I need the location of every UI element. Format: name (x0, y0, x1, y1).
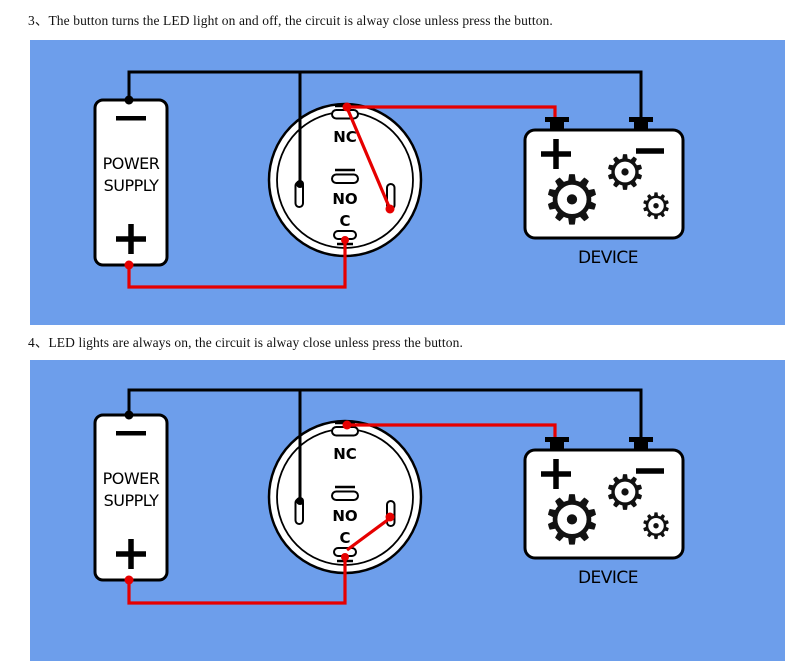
wire-live-internal-diagonal (346, 517, 390, 552)
junction-supply-neutral (124, 95, 134, 105)
wire-live-internal-diagonal (346, 109, 392, 210)
caption-step-4: 4、LED lights are always on, the circuit … (28, 335, 463, 350)
wiring-diagram-panel-3: POWER SUPPLY NC NO C (30, 40, 785, 325)
wire-live-nc-to-device (347, 423, 557, 437)
push-button (267, 102, 423, 258)
junction-c (341, 553, 349, 561)
wire-neutral-main (127, 70, 643, 117)
junction-led-pin-left (296, 497, 304, 505)
junction-supply-live (124, 260, 134, 270)
wiring-diagram-panel-4 (30, 360, 785, 661)
power-supply (95, 415, 167, 580)
wire-live-supply-to-c (127, 557, 347, 605)
junction-nc (342, 102, 352, 112)
junction-led-pin-right (385, 512, 395, 522)
power-supply (95, 100, 167, 265)
wire-live-supply-to-c (127, 240, 347, 289)
junction-c (341, 236, 349, 244)
caption-step-3: 3、The button turns the LED light on and … (28, 13, 553, 28)
diagram-3-svg: POWER SUPPLY NC NO C (30, 40, 785, 325)
diagram-4-svg (30, 360, 785, 661)
push-button (267, 419, 423, 575)
junction-supply-live (124, 575, 134, 585)
wire-neutral-main (127, 388, 643, 437)
junction-supply-neutral (124, 410, 134, 420)
junction-nc (342, 420, 352, 430)
wire-live-nc-to-device (347, 105, 557, 117)
junction-led-pin-left (296, 180, 304, 188)
junction-led-pin-right (385, 204, 395, 214)
